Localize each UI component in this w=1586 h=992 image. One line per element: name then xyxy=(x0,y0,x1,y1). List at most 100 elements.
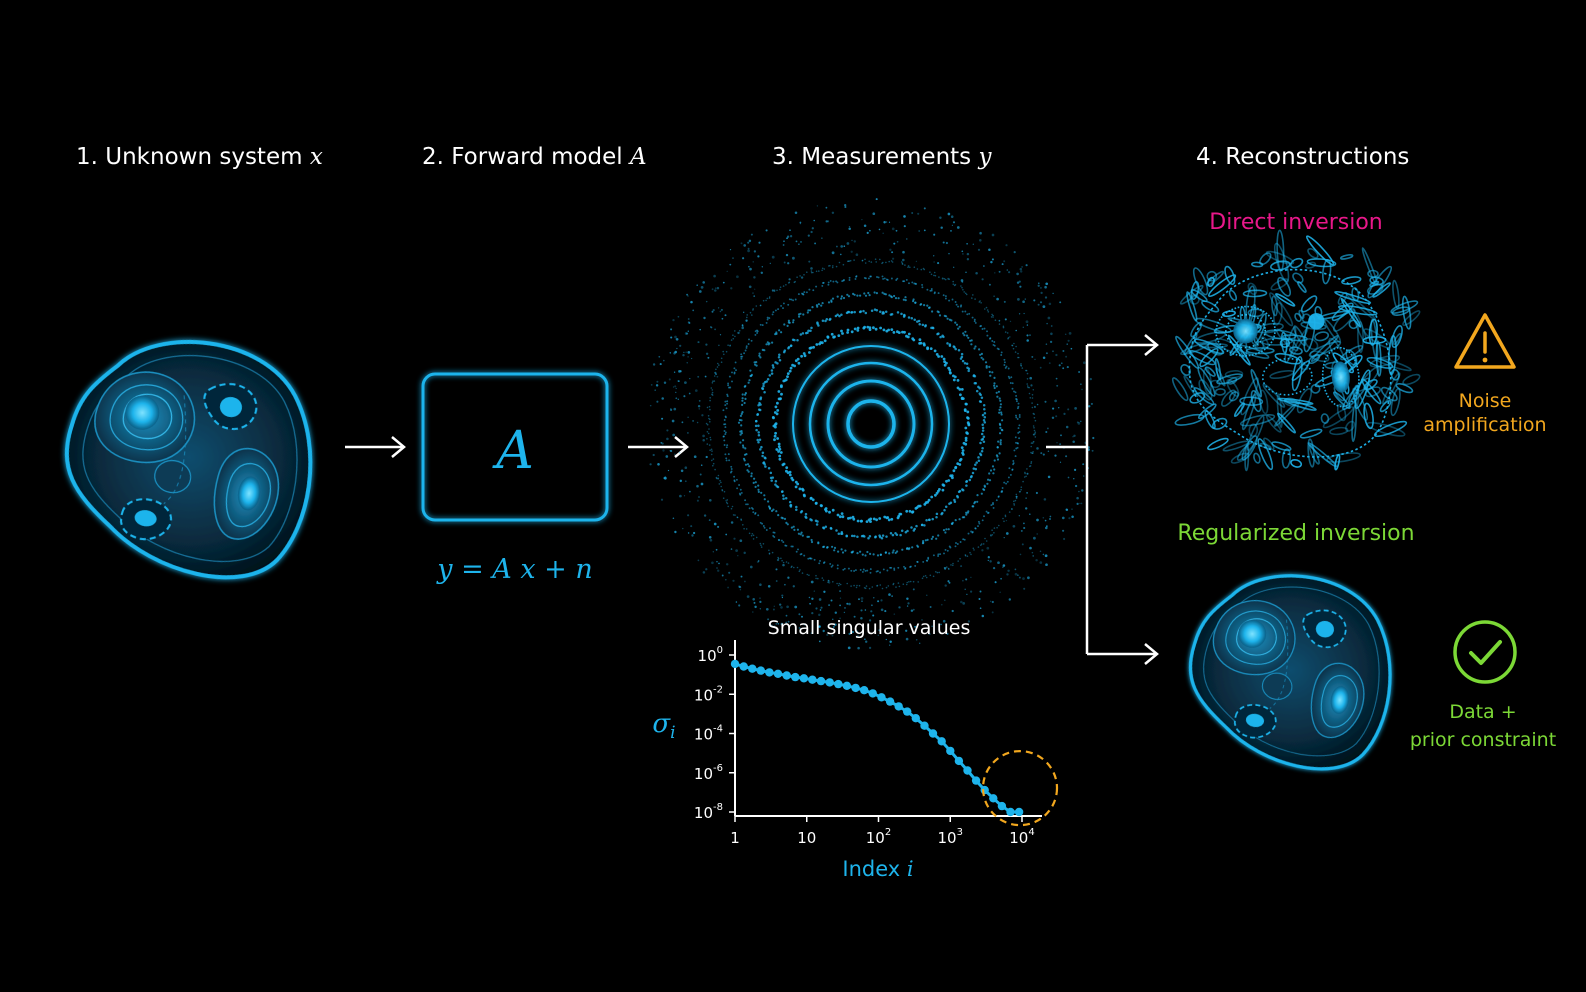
measurement-dot xyxy=(786,237,788,240)
measurement-dot xyxy=(1088,405,1091,408)
measurement-dot xyxy=(787,576,790,579)
measurement-dot xyxy=(996,297,999,301)
measurement-dot xyxy=(1032,433,1035,436)
measurement-dot xyxy=(902,250,905,254)
measurement-dot xyxy=(1040,452,1043,455)
measurement-dot xyxy=(895,279,898,281)
measurement-dot xyxy=(844,549,847,552)
measurement-dot xyxy=(821,577,824,579)
measurement-dot xyxy=(800,241,802,243)
measurement-dot xyxy=(772,608,775,611)
measurement-dot xyxy=(1046,427,1049,430)
measurement-dot xyxy=(775,510,778,513)
measurement-dot xyxy=(780,331,783,334)
noise-artifact xyxy=(1284,326,1297,364)
measurement-dot xyxy=(1033,427,1035,429)
measurement-dot xyxy=(754,481,757,484)
measurement-dot xyxy=(846,328,850,332)
noise-artifact xyxy=(1336,403,1347,422)
measurement-dot xyxy=(1035,491,1038,495)
measurement-dot xyxy=(1001,490,1004,493)
measurement-dot xyxy=(813,558,816,561)
measurement-dot xyxy=(882,568,885,571)
measurement-dot xyxy=(684,480,687,483)
measurement-dot xyxy=(864,554,867,557)
measurement-dot xyxy=(753,601,756,604)
measurement-dot xyxy=(788,282,790,284)
measurement-dot xyxy=(880,536,884,540)
measurement-dot xyxy=(757,441,760,444)
measurement-dot xyxy=(872,517,876,521)
measurement-dot xyxy=(683,351,685,353)
measurement-dot xyxy=(1065,425,1069,429)
measurement-dot xyxy=(797,313,801,316)
measurement-dot xyxy=(811,498,815,502)
measurement-dot xyxy=(736,487,739,490)
measurement-dot xyxy=(1023,522,1025,525)
measurement-dot xyxy=(890,328,894,331)
noise-artifact xyxy=(1390,368,1400,381)
measurement-dot xyxy=(696,284,698,287)
measurement-dot xyxy=(809,329,812,333)
measurement-dot xyxy=(889,313,893,316)
measurement-dot xyxy=(707,356,710,359)
measurement-dot xyxy=(951,476,954,480)
measurement-dot xyxy=(867,291,870,295)
noise-artifact xyxy=(1299,428,1323,439)
measurement-dot xyxy=(815,343,819,346)
measurement-dot xyxy=(776,437,779,440)
noise-artifact xyxy=(1195,317,1232,333)
measurement-dot xyxy=(918,322,921,326)
measurement-dot xyxy=(787,620,790,623)
measurement-dot xyxy=(1035,558,1038,562)
measurement-dot xyxy=(742,257,745,260)
measurement-dot xyxy=(1029,397,1032,399)
measurement-dot xyxy=(820,304,823,307)
measurement-dot xyxy=(801,572,804,574)
measurement-dot xyxy=(783,517,787,521)
measurement-dot xyxy=(674,350,678,354)
measurement-dot xyxy=(1067,339,1070,342)
measurement-dot xyxy=(804,512,808,516)
measurement-dot xyxy=(960,355,964,359)
measurement-dot xyxy=(717,477,720,480)
measurement-dot xyxy=(779,288,781,291)
measurement-dot xyxy=(887,518,891,522)
measurement-dot xyxy=(947,479,951,482)
measurement-dot xyxy=(836,564,839,567)
measurement-dot xyxy=(859,310,863,313)
measurement-dot xyxy=(777,442,781,446)
measurement-dot xyxy=(808,351,811,354)
measurement-dot xyxy=(757,488,760,491)
measurement-dot xyxy=(799,511,803,514)
measurement-dot xyxy=(1001,429,1004,432)
measurement-dot xyxy=(1015,447,1018,450)
singular-value-point xyxy=(739,662,748,671)
measurement-dot xyxy=(758,241,761,244)
measurement-dot xyxy=(734,330,736,332)
measurement-dot xyxy=(743,551,746,555)
measurement-dot xyxy=(868,587,871,590)
measurement-dot xyxy=(876,276,878,278)
measurement-dot xyxy=(660,441,663,444)
measurement-dot xyxy=(1048,302,1052,306)
measurement-dot xyxy=(754,288,756,290)
measurement-dot xyxy=(1012,462,1015,465)
measurement-dot xyxy=(762,384,765,388)
measurement-dot xyxy=(758,352,761,355)
measurement-dot xyxy=(868,534,872,538)
measurement-dot xyxy=(689,490,691,493)
measurement-dot xyxy=(965,293,968,296)
measurement-dot xyxy=(948,502,951,506)
singular-value-point xyxy=(989,794,998,803)
measurement-dot xyxy=(840,245,844,248)
measurement-dot xyxy=(729,386,732,389)
chart-title: Small singular values xyxy=(768,617,971,639)
measurement-dot xyxy=(771,289,775,292)
measurement-dot xyxy=(810,270,813,272)
measurement-dot xyxy=(786,324,789,327)
measurement-dot xyxy=(963,409,967,412)
measurement-dot xyxy=(665,455,669,458)
noise-artifact xyxy=(1334,290,1372,305)
measurement-dot xyxy=(947,528,950,531)
